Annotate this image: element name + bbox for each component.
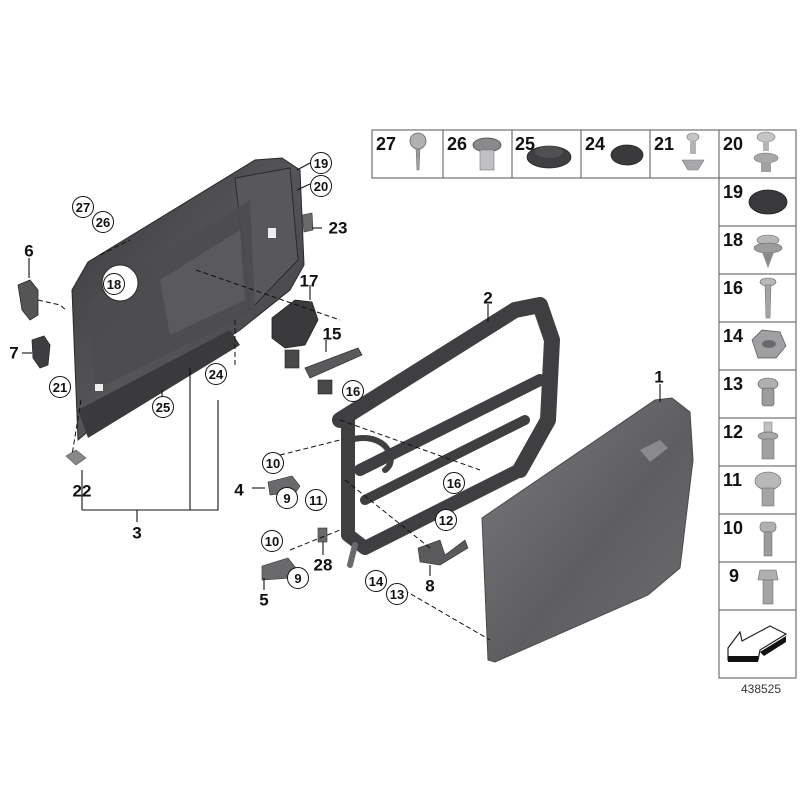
parts-table-cell-13: 13 (723, 374, 744, 394)
parts-table-cell-11: 11 (723, 470, 743, 490)
parts-table-cell-19: 19 (723, 182, 744, 202)
circled-callout-16-lower: 16 (443, 472, 465, 494)
parts-table-cell-21: 21 (654, 134, 675, 154)
parts-table-cell-18: 18 (723, 230, 744, 250)
rivet-21-icon (681, 132, 705, 171)
circled-callout-26: 26 (92, 211, 114, 233)
circled-callout-21: 21 (49, 376, 71, 398)
bolt-11-icon (754, 471, 782, 507)
circled-callout-11: 11 (305, 489, 327, 511)
circled-callout-25: 25 (152, 396, 174, 418)
nut-14-icon (751, 329, 787, 359)
parts-table-cell-24: 24 (585, 134, 606, 154)
circled-callout-27: 27 (72, 196, 94, 218)
circled-callout-16-upper: 16 (342, 380, 364, 402)
bolt-9-icon (757, 569, 779, 605)
parts-table-cell-9: 9 (729, 566, 740, 586)
parts-table-cell-14: 14 (723, 326, 744, 346)
part-15-block (284, 349, 300, 369)
circled-callout-9-lower: 9 (287, 567, 309, 589)
circled-callout-10-upper: 10 (262, 452, 284, 474)
callout-5: 5 (259, 590, 269, 610)
part-22-pad (65, 449, 87, 466)
callout-4: 4 (234, 480, 244, 500)
parts-table-cell-27: 27 (376, 134, 397, 154)
callout-23: 23 (328, 218, 348, 238)
door-inner-trim (71, 157, 305, 442)
callout-8: 8 (425, 576, 435, 596)
circled-callout-19: 19 (310, 152, 332, 174)
parts-table-cell-20: 20 (723, 134, 744, 154)
callout-28: 28 (313, 555, 333, 575)
parts-table-frame (371, 129, 797, 679)
circled-callout-12: 12 (435, 509, 457, 531)
outer-door-panel (481, 397, 694, 663)
callout-7: 7 (9, 343, 19, 363)
screw-16-icon (759, 277, 777, 319)
part-8-check-strap (417, 539, 469, 566)
part-17-cover (271, 299, 319, 349)
circled-callout-9-upper: 9 (276, 487, 298, 509)
part-23-pad (301, 212, 314, 233)
part-7-cover (31, 335, 51, 369)
part-16-block (317, 379, 333, 395)
screw-27-icon (409, 132, 427, 171)
part-28-block (317, 527, 328, 543)
clip-nut-13-icon (757, 377, 779, 407)
rivet-20-icon (753, 131, 779, 172)
dashed-leader-lines (37, 239, 491, 641)
parts-table-cell-10: 10 (723, 518, 744, 538)
callout-17: 17 (299, 271, 319, 291)
clip-18-icon (753, 234, 783, 268)
plug-24-icon (610, 144, 644, 166)
door-frame (332, 297, 560, 568)
plug-19-icon (748, 189, 788, 215)
leader-lines (22, 162, 661, 590)
part-6-bracket (17, 279, 39, 321)
parts-table-cell-12: 12 (723, 422, 744, 442)
circled-callout-20: 20 (310, 175, 332, 197)
callout-15: 15 (322, 324, 342, 344)
direction-arrow-icon (727, 625, 788, 662)
callout-6: 6 (24, 241, 34, 261)
parts-table-cell-26: 26 (447, 134, 468, 154)
plug-25-icon (526, 145, 572, 169)
callout-3: 3 (132, 523, 142, 543)
circled-callout-10-lower: 10 (261, 530, 283, 552)
bolt-10-icon (759, 521, 777, 557)
circled-callout-14: 14 (365, 570, 387, 592)
parts-table-cell-25: 25 (515, 134, 536, 154)
callout-1: 1 (654, 367, 664, 387)
callout-22: 22 (72, 481, 92, 501)
circled-callout-13: 13 (386, 583, 408, 605)
parts-table-cell-16: 16 (723, 278, 744, 298)
circled-callout-24: 24 (205, 363, 227, 385)
part-15-rail (304, 347, 363, 379)
nut-clip-26-icon (472, 137, 502, 171)
diagram-reference-number: 438525 (740, 682, 782, 696)
bolt-12-icon (757, 421, 779, 460)
callout-2: 2 (483, 288, 493, 308)
circled-callout-18: 18 (103, 273, 125, 295)
